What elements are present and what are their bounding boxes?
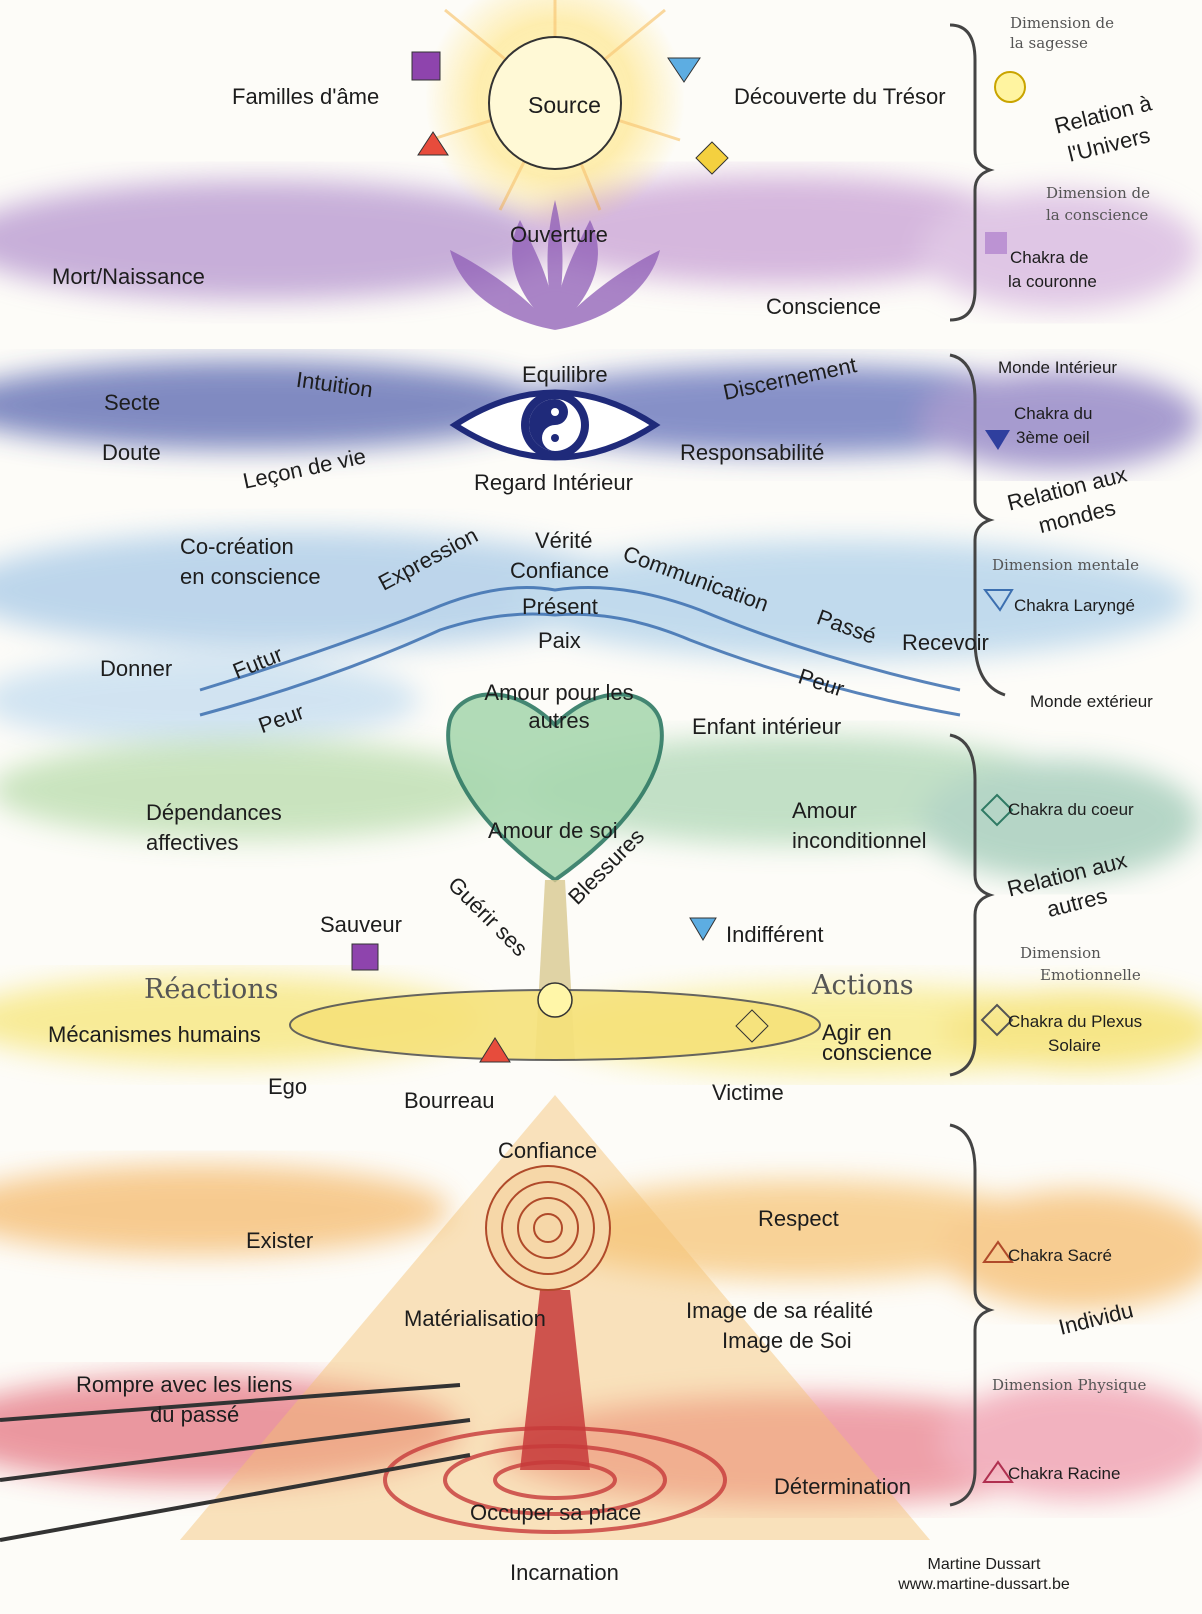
conscience-label: Conscience — [766, 294, 881, 319]
monde-exterieur-label: Monde extérieur — [1030, 692, 1153, 712]
materialisation-label: Matérialisation — [404, 1306, 546, 1331]
wisdom-circle-icon — [995, 72, 1025, 102]
sauveur-label: Sauveur — [320, 912, 402, 937]
rompre-label-1: Rompre avec les liens — [76, 1372, 292, 1397]
cocreation-label-1: Co-création — [180, 534, 294, 559]
rompre-label-2: du passé — [150, 1402, 239, 1427]
confiance-base-label: Confiance — [498, 1138, 597, 1163]
reactions-label: Réactions — [144, 974, 279, 1005]
indifferent-label: Indifférent — [726, 922, 823, 947]
recevoir-label: Recevoir — [902, 630, 989, 655]
bourreau-label: Bourreau — [404, 1088, 495, 1113]
amour-incond-label-2: inconditionnel — [792, 828, 927, 853]
familles-label: Familles d'âme — [232, 84, 379, 109]
chakra-sacre-label: Chakra Sacré — [1008, 1246, 1112, 1266]
dim-physique-label: Dimension Physique — [992, 1376, 1146, 1394]
occuper-label: Occuper sa place — [470, 1500, 641, 1525]
responsabilite-label: Responsabilité — [680, 440, 824, 465]
amour-autres-label-1: Amour pour les — [474, 680, 644, 705]
regard-label: Regard Intérieur — [474, 470, 633, 495]
chakra-larynge-label: Chakra Laryngé — [1014, 596, 1135, 616]
incarnation-label: Incarnation — [510, 1560, 619, 1585]
secte-label: Secte — [104, 390, 160, 415]
equilibre-label: Equilibre — [522, 362, 608, 387]
indifferent-triangle-icon — [690, 918, 716, 940]
enfant-label: Enfant intérieur — [692, 714, 841, 739]
chakra-racine-label: Chakra Racine — [1008, 1464, 1120, 1484]
ego-label: Ego — [268, 1074, 307, 1099]
respect-label: Respect — [758, 1206, 839, 1231]
mort-naissance-label: Mort/Naissance — [52, 264, 205, 289]
donner-label: Donner — [100, 656, 172, 681]
violet-square-icon — [412, 52, 440, 80]
small-sun — [538, 983, 572, 1017]
determination-label: Détermination — [774, 1474, 911, 1499]
source-label: Source — [528, 92, 601, 118]
chakra-coeur-label: Chakra du coeur — [1008, 800, 1134, 820]
dim-sagesse-label-1: Dimension de — [1010, 14, 1114, 32]
sauveur-square-icon — [352, 944, 378, 970]
chakra-plexus-label-2: Solaire — [1048, 1036, 1101, 1056]
amour-incond-label-1: Amour — [792, 798, 857, 823]
dependances-label-2: affectives — [146, 830, 239, 855]
confiance-label: Confiance — [510, 558, 609, 583]
agir-label-2: conscience — [822, 1040, 932, 1065]
dim-emo-label-2: Emotionnelle — [1040, 966, 1141, 984]
yellow-diamond-icon — [696, 142, 728, 174]
exister-label: Exister — [246, 1228, 313, 1253]
monde-interieur-label: Monde Intérieur — [998, 358, 1117, 378]
materialisation-wheel — [486, 1166, 610, 1290]
amour-soi-label: Amour de soi — [488, 818, 618, 843]
doute-label: Doute — [102, 440, 161, 465]
dim-sagesse-label-2: la sagesse — [1010, 34, 1088, 52]
cocreation-label-2: en conscience — [180, 564, 321, 589]
amour-autres-label-2: autres — [474, 708, 644, 733]
mecanismes-label: Mécanismes humains — [48, 1022, 261, 1047]
decouverte-label: Découverte du Trésor — [734, 84, 946, 109]
chakra-couronne-label-1: Chakra de — [1010, 248, 1088, 268]
dependances-label-1: Dépendances — [146, 800, 282, 825]
paix-label: Paix — [538, 628, 581, 653]
victime-label: Victime — [712, 1080, 784, 1105]
crown-square-icon — [985, 232, 1007, 254]
ouverture-label: Ouverture — [510, 222, 608, 247]
chakra-plexus-label-1: Chakra du Plexus — [1008, 1012, 1142, 1032]
chakra-oeil-label-2: 3ème oeil — [1016, 428, 1090, 448]
chakra-oeil-label-1: Chakra du — [1014, 404, 1092, 424]
image-realite-label: Image de sa réalité — [686, 1298, 873, 1323]
image-soi-label: Image de Soi — [722, 1328, 852, 1353]
present-label: Présent — [522, 594, 598, 619]
actions-label: Actions — [812, 970, 914, 1001]
author-credit: Martine Dussart — [894, 1556, 1074, 1574]
dim-emo-label-1: Dimension — [1020, 944, 1101, 962]
website-credit: www.martine-dussart.be — [884, 1576, 1084, 1594]
dim-mentale-label: Dimension mentale — [992, 556, 1139, 574]
dim-conscience-label-2: la conscience — [1046, 206, 1148, 224]
dim-conscience-label-1: Dimension de — [1046, 184, 1150, 202]
verite-label: Vérité — [535, 528, 592, 553]
chakra-couronne-label-2: la couronne — [1008, 272, 1097, 292]
